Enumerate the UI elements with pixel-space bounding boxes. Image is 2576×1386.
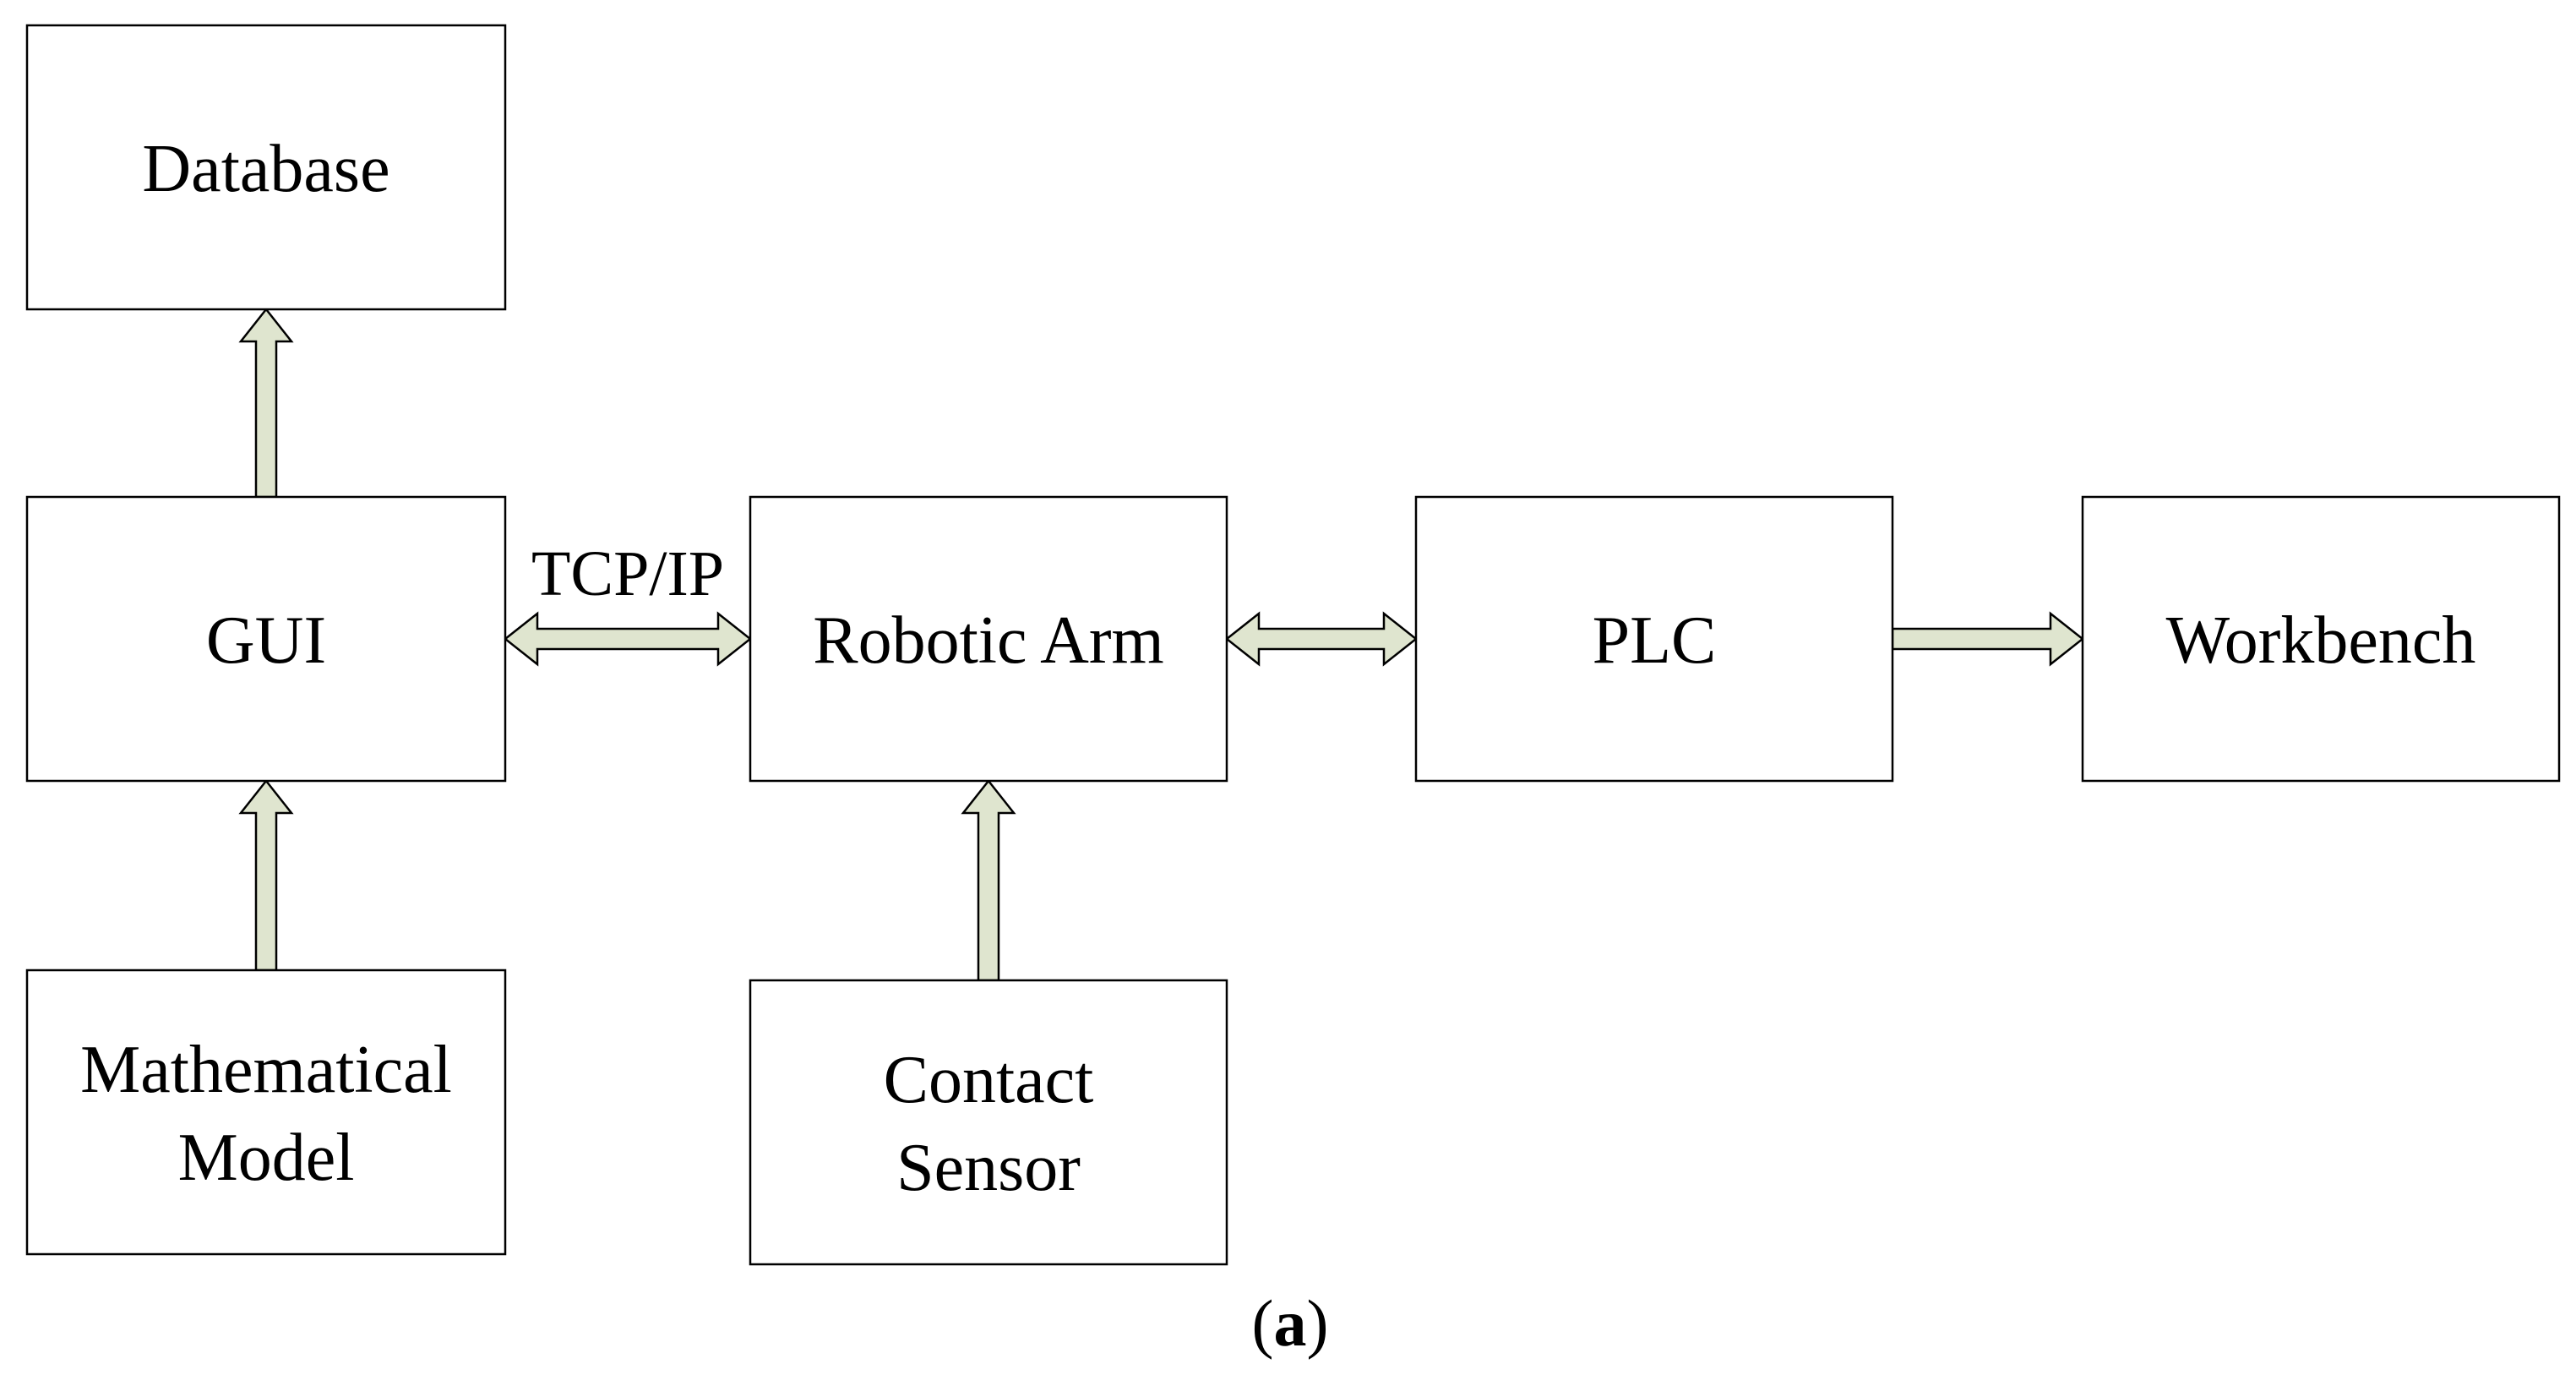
node-label-line: GUI bbox=[206, 603, 326, 678]
caption-open: ( bbox=[1252, 1286, 1274, 1360]
caption-close: ) bbox=[1307, 1286, 1329, 1360]
node-box-contact-sensor bbox=[749, 979, 1228, 1266]
node-box-plc bbox=[1414, 495, 1894, 783]
figure-caption: (a) bbox=[1252, 1286, 1329, 1360]
node-label-line: Contact bbox=[884, 1043, 1094, 1117]
node-plc: PLC bbox=[1414, 495, 1894, 783]
node-label-line: Workbench bbox=[2166, 603, 2476, 678]
node-database: Database bbox=[25, 24, 507, 311]
node-box-robotic-arm bbox=[749, 495, 1228, 783]
node-box-workbench bbox=[2081, 495, 2561, 783]
node-label-line: Database bbox=[142, 132, 389, 206]
node-label-plc: PLC bbox=[1593, 603, 1717, 678]
node-gui: GUI bbox=[25, 495, 507, 783]
node-workbench: Workbench bbox=[2081, 495, 2561, 783]
arrow-gui-to-robotic-arm bbox=[503, 611, 753, 667]
caption-letter: a bbox=[1274, 1286, 1307, 1360]
node-label-line: PLC bbox=[1593, 603, 1717, 678]
node-label-line: Mathematical bbox=[80, 1033, 452, 1107]
node-label-gui: GUI bbox=[206, 603, 326, 678]
arrow-plc-to-workbench bbox=[1891, 611, 2085, 667]
node-box-gui bbox=[25, 495, 507, 783]
arrow-gui-to-database bbox=[238, 307, 294, 499]
node-box-database bbox=[25, 24, 507, 311]
node-label-line: Model bbox=[178, 1121, 355, 1195]
arrow-contact-sensor-to-robotic-arm bbox=[961, 778, 1016, 982]
node-label-robotic-arm: Robotic Arm bbox=[813, 603, 1164, 678]
node-label-workbench: Workbench bbox=[2166, 603, 2476, 678]
arrow-mathematical-model-to-gui bbox=[238, 778, 294, 972]
labels-layer: TCP/IP bbox=[531, 538, 724, 609]
node-label-line: Robotic Arm bbox=[813, 603, 1164, 678]
arrow-robotic-arm-to-plc bbox=[1224, 611, 1419, 667]
node-box-mathematical-model bbox=[25, 969, 507, 1256]
node-label-line: Sensor bbox=[896, 1131, 1081, 1205]
node-robotic-arm: Robotic Arm bbox=[749, 495, 1228, 783]
node-label-database: Database bbox=[142, 132, 389, 206]
edge-label-gui-robotic-arm: TCP/IP bbox=[531, 538, 724, 609]
